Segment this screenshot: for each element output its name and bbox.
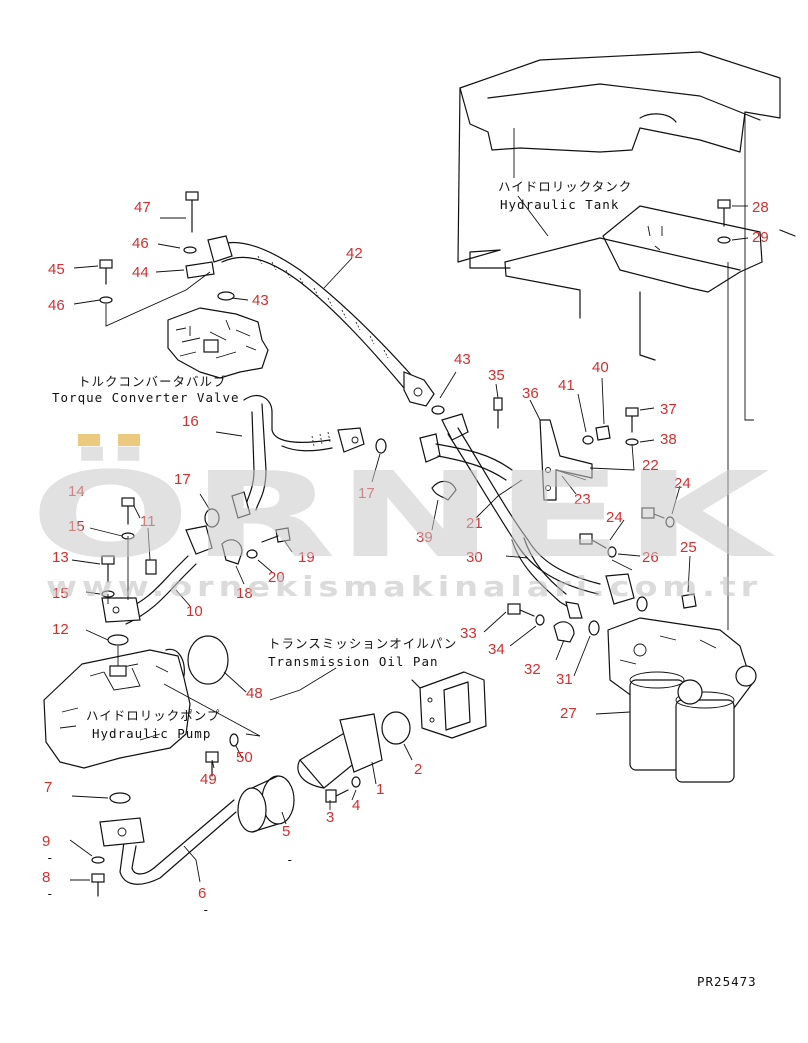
pipe-1	[297, 713, 383, 789]
part-number-28: 28	[752, 199, 769, 216]
part-number-40: 40	[592, 359, 609, 376]
filter-assembly-27	[607, 617, 757, 783]
label-hydraulic-tank-jp: ハイドロリックタンク	[498, 179, 632, 194]
part-number-30: 30	[466, 549, 483, 566]
part-number-33: 33	[460, 625, 477, 642]
part-number-36: 36	[522, 385, 539, 402]
part-number-5: 5	[282, 823, 290, 840]
part-number-43: 43	[454, 351, 471, 368]
transmission-oil-pan	[411, 671, 487, 739]
part-number-25: 25	[680, 539, 697, 556]
o-rings	[107, 291, 648, 804]
part-number-3: 3	[326, 809, 334, 826]
watermark-brand: ÖRNEK	[30, 446, 777, 584]
part-number-38: 38	[660, 431, 677, 448]
label-hydraulic-tank-en: Hydraulic Tank	[500, 197, 619, 212]
part-number-45: 45	[48, 261, 65, 278]
part-number-32: 32	[524, 661, 541, 678]
part-number-15: 15	[52, 585, 69, 602]
part-number-37: 37	[660, 401, 677, 418]
part-number-24: 24	[674, 475, 691, 492]
component-labels: ハイドロリックタンク Hydraulic Tank トルクコンバータバルブ To…	[52, 179, 757, 989]
torque-converter-valve	[167, 307, 269, 379]
label-torque-converter-jp: トルクコンバータバルブ	[78, 374, 227, 389]
hydraulic-tank	[457, 51, 796, 630]
part-number-21: 21	[466, 515, 483, 532]
dash-marker: -	[286, 852, 295, 867]
part-number-20: 20	[268, 569, 285, 586]
part-number-41: 41	[558, 377, 575, 394]
part-number-31: 31	[556, 671, 573, 688]
part-number-18: 18	[236, 585, 253, 602]
part-number-35: 35	[488, 367, 505, 384]
part-number-47: 47	[134, 199, 151, 216]
part-number-17: 17	[358, 485, 375, 502]
hardware-bolts	[91, 191, 731, 897]
part-number-23: 23	[574, 491, 591, 508]
dash-marker: -	[202, 902, 211, 917]
part-number-22: 22	[642, 457, 659, 474]
part-number-11: 11	[140, 513, 156, 530]
dash-marker: -	[46, 850, 55, 865]
part-number-7: 7	[44, 779, 52, 796]
watermark-umlaut-dot	[118, 434, 140, 446]
label-hydraulic-pump-en: Hydraulic Pump	[92, 726, 211, 741]
part-number-15: 15	[68, 518, 85, 535]
hose-5	[237, 775, 295, 833]
drawing-code: PR25473	[697, 974, 757, 989]
part-number-9: 9	[42, 833, 50, 850]
hose-42	[207, 235, 435, 407]
watermark-url: www.ornekismakinalari.com.tr	[46, 570, 762, 603]
part-number-labels: 47 46 45 44 46 43 42 43 35 36 41 40 37 3…	[42, 199, 769, 917]
label-transmission-pan-jp: トランスミッションオイルパン	[268, 636, 457, 651]
leader-lines	[69, 195, 749, 883]
part-number-49: 49	[200, 771, 217, 788]
part-number-46: 46	[48, 297, 65, 314]
part-number-19: 19	[298, 549, 315, 566]
part-number-50: 50	[236, 749, 253, 766]
pipe-10	[101, 525, 213, 625]
part-number-27: 27	[560, 705, 577, 722]
part-number-24: 24	[606, 509, 623, 526]
part-number-2: 2	[414, 761, 422, 778]
part-number-4: 4	[352, 797, 360, 814]
hydraulic-pump	[43, 648, 191, 769]
part-number-46: 46	[132, 235, 149, 252]
label-torque-converter-en: Torque Converter Valve	[52, 390, 240, 405]
pipe-6	[99, 799, 237, 885]
part-number-34: 34	[488, 641, 505, 658]
pipe-16	[231, 395, 365, 519]
part-number-1: 1	[376, 781, 384, 798]
part-number-16: 16	[182, 413, 199, 430]
part-number-44: 44	[132, 264, 149, 281]
part-number-48: 48	[246, 685, 263, 702]
part-number-43: 43	[252, 292, 269, 309]
bracket-36	[539, 419, 593, 501]
pipe-21-30	[419, 413, 635, 619]
part-number-6: 6	[198, 885, 206, 902]
part-number-29: 29	[752, 229, 769, 246]
watermark: ÖRNEK www.ornekismakinalari.com.tr	[30, 434, 777, 603]
dash-marker: -	[46, 886, 55, 901]
part-number-8: 8	[42, 869, 50, 886]
part-number-39: 39	[416, 529, 433, 546]
part-number-14: 14	[68, 483, 85, 500]
part-number-42: 42	[346, 245, 363, 262]
part-number-13: 13	[52, 549, 69, 566]
watermark-umlaut-dot	[78, 434, 100, 446]
label-transmission-pan-en: Transmission Oil Pan	[268, 654, 439, 669]
part-number-12: 12	[52, 621, 69, 638]
part-number-10: 10	[186, 603, 203, 620]
part-number-26: 26	[642, 549, 659, 566]
part-number-17: 17	[174, 471, 191, 488]
label-hydraulic-pump-jp: ハイドロリックポンプ	[86, 708, 220, 723]
